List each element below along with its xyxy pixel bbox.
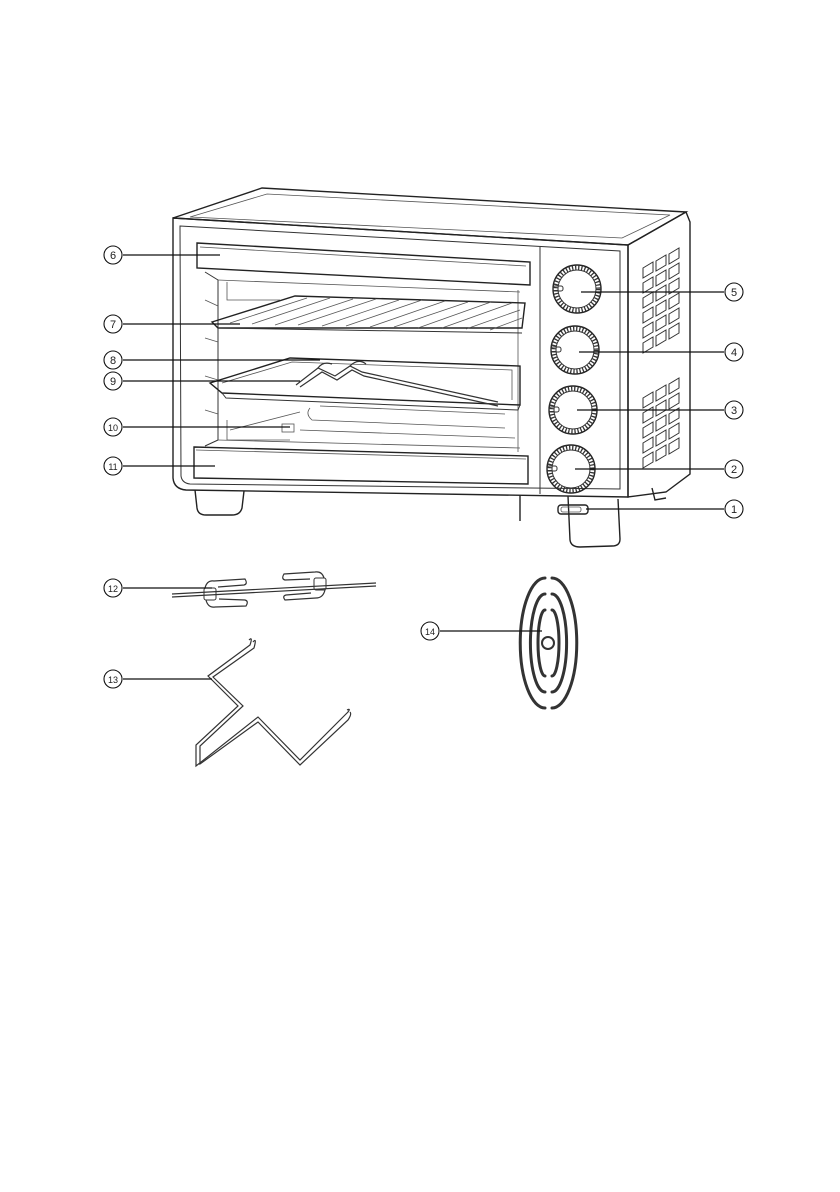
callout-11-label: 11: [108, 462, 117, 472]
callout-3: 3: [725, 401, 743, 419]
callout-3-label: 3: [731, 405, 737, 417]
upper-heating-element: [197, 243, 530, 285]
callout-8-label: 8: [110, 355, 116, 367]
callout-6: 6: [104, 246, 122, 264]
wire-rack: [212, 296, 525, 333]
callout-13: 13: [104, 670, 122, 688]
callout-4-label: 4: [731, 347, 737, 359]
rotisserie-spit: [172, 572, 376, 607]
callout-12-label: 12: [108, 584, 118, 594]
callout-9: 9: [104, 372, 122, 390]
knob-4: [551, 326, 599, 374]
callout-5: 5: [725, 283, 743, 301]
callout-1: 1: [725, 500, 743, 518]
callout-9-label: 9: [110, 376, 116, 388]
callout-13-label: 13: [108, 675, 118, 685]
callout-7: 7: [104, 315, 122, 333]
callout-10-label: 10: [108, 423, 118, 433]
crumb-tray: [194, 447, 528, 484]
callouts: 1 2 3 4 5 6: [104, 246, 743, 688]
callout-14: 14: [421, 622, 439, 640]
baking-tray: [210, 358, 520, 410]
callout-8: 8: [104, 351, 122, 369]
indicator-light: [558, 505, 588, 514]
callout-1-label: 1: [731, 504, 737, 516]
callout-7-label: 7: [110, 319, 116, 331]
rotisserie-disc: [520, 578, 577, 708]
callout-14-label: 14: [425, 627, 435, 637]
rotisserie-handle: [196, 639, 351, 766]
side-vents-lower: [643, 378, 679, 468]
callout-2: 2: [725, 460, 743, 478]
oven-body: [173, 188, 690, 547]
callout-10: 10: [104, 418, 122, 436]
callout-5-label: 5: [731, 287, 737, 299]
callout-6-label: 6: [110, 250, 116, 262]
callout-12: 12: [104, 579, 122, 597]
callout-4: 4: [725, 343, 743, 361]
knob-5: [553, 265, 601, 313]
callout-11: 11: [104, 457, 122, 475]
callout-2-label: 2: [731, 464, 737, 476]
side-vents-upper: [643, 248, 679, 353]
